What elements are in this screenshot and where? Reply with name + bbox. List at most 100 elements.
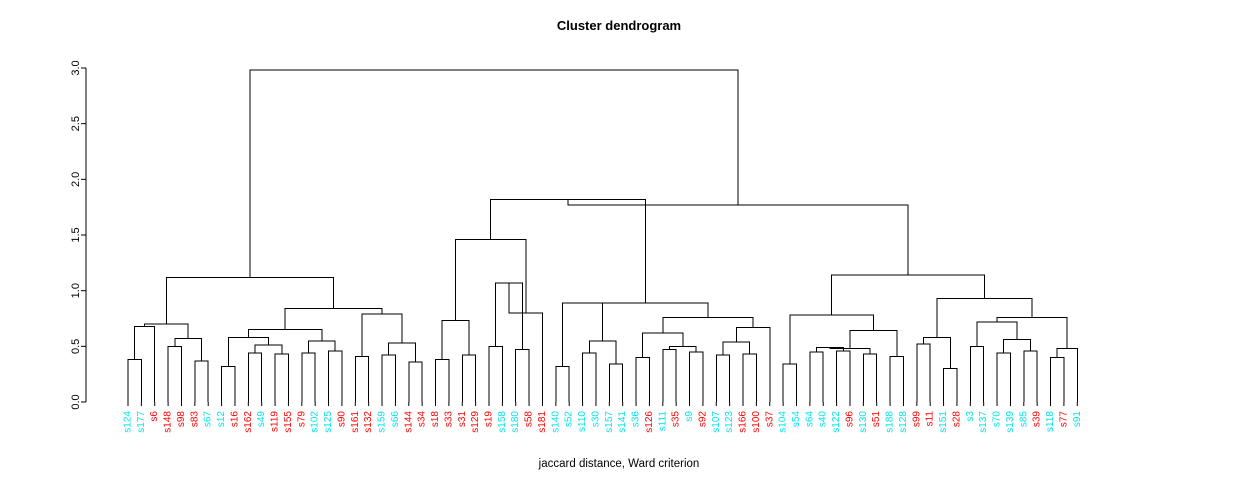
leaf-label: s36 bbox=[631, 411, 642, 428]
leaf-label: s132 bbox=[363, 411, 374, 433]
dendrogram-merge-link bbox=[435, 359, 450, 402]
leaf-label: s102 bbox=[310, 411, 321, 433]
dendrogram-merge-link bbox=[361, 313, 403, 357]
dendrogram-merge-link bbox=[668, 345, 697, 352]
leaf-label: s161 bbox=[350, 411, 361, 433]
dendrogram-merge-link bbox=[862, 353, 878, 402]
leaf-label: s34 bbox=[417, 411, 428, 428]
leaf-label: s129 bbox=[470, 411, 481, 433]
dendrogram-merge-link bbox=[247, 352, 263, 402]
dendrogram-merge-link bbox=[495, 282, 523, 350]
dendrogram-merge-link bbox=[662, 316, 754, 333]
leaf-label: s85 bbox=[1018, 411, 1029, 428]
dendrogram-merge-link bbox=[1050, 356, 1065, 402]
leaf-label: s28 bbox=[951, 411, 962, 428]
dendrogram-merge-link bbox=[174, 338, 203, 361]
leaf-label: s162 bbox=[243, 411, 254, 433]
dendrogram-merge-link bbox=[635, 356, 650, 402]
dendrogram-merge-link bbox=[247, 329, 323, 341]
leaf-label: s110 bbox=[577, 411, 588, 432]
leaf-label: s166 bbox=[738, 411, 749, 433]
leaf-label: s39 bbox=[1032, 411, 1043, 428]
leaf-label: s122 bbox=[831, 411, 842, 433]
leaf-label: s140 bbox=[550, 411, 561, 433]
leaf-label: s83 bbox=[189, 411, 200, 428]
leaf-label: s180 bbox=[510, 411, 521, 433]
leaf-label: s111 bbox=[657, 411, 668, 432]
dendrogram-merge-link bbox=[408, 361, 423, 402]
leaf-label: s157 bbox=[604, 411, 615, 433]
leaf-label: s148 bbox=[163, 411, 174, 433]
leaf-label: s96 bbox=[844, 411, 855, 428]
leaf-label: s90 bbox=[336, 411, 347, 428]
dendrogram-merge-link bbox=[441, 320, 470, 360]
leaf-label: s11 bbox=[925, 411, 936, 427]
leaf-label: s144 bbox=[403, 411, 414, 433]
dendrogram-merge-link bbox=[354, 355, 370, 402]
leaf-label: s33 bbox=[443, 411, 454, 428]
dendrogram-merge-link bbox=[923, 336, 951, 369]
leaf-label: s139 bbox=[1005, 411, 1016, 433]
dendrogram-merge-link bbox=[167, 345, 182, 402]
leaf-label: s91 bbox=[1072, 411, 1083, 428]
dendrogram-merge-link bbox=[284, 307, 383, 330]
dendrogram-merge-link bbox=[555, 365, 570, 402]
dendrogram-merge-link bbox=[782, 363, 797, 402]
leaf-label: s9 bbox=[684, 411, 695, 422]
dendrogram-merge-link bbox=[789, 314, 874, 365]
dendrogram-merge-link bbox=[1023, 350, 1038, 402]
leaf-label: s181 bbox=[537, 411, 548, 433]
dendrogram-merge-link bbox=[328, 350, 343, 402]
dendrogram-merge-link bbox=[134, 325, 156, 402]
dendrogram-merge-link bbox=[662, 349, 677, 402]
dendrogram-merge-link bbox=[996, 316, 1068, 349]
leaf-label: s12 bbox=[216, 411, 227, 428]
leaf-label: s19 bbox=[483, 411, 494, 428]
dendrogram-merge-link bbox=[715, 354, 731, 402]
y-axis-tick-label: 0.0 bbox=[70, 394, 82, 409]
dendrogram-merge-link bbox=[836, 350, 851, 402]
dendrogram-merge-link bbox=[455, 238, 527, 321]
leaf-label: s66 bbox=[390, 411, 401, 428]
leaf-label: s30 bbox=[590, 411, 601, 428]
dendrogram-merge-link bbox=[689, 351, 704, 402]
leaf-label: s16 bbox=[229, 411, 240, 428]
leaf-label: s177 bbox=[136, 411, 147, 433]
dendrogram-merge-link bbox=[515, 349, 530, 402]
dendrogram-merge-link bbox=[165, 276, 335, 325]
leaf-label: s159 bbox=[377, 411, 388, 433]
leaf-label: s158 bbox=[497, 411, 508, 433]
dendrogram-merge-link bbox=[735, 326, 771, 402]
leaf-label: s118 bbox=[1045, 411, 1056, 432]
dendrogram-merge-link bbox=[889, 355, 904, 402]
dendrogram-merge-link bbox=[488, 345, 503, 402]
leaf-label: s6 bbox=[149, 411, 160, 422]
dendrogram-merge-link bbox=[582, 352, 597, 402]
leaf-label: s128 bbox=[898, 411, 909, 433]
leaf-label: s123 bbox=[724, 411, 735, 433]
dendrogram-merge-link bbox=[1056, 348, 1078, 402]
leaf-label: s104 bbox=[778, 411, 789, 433]
leaf-label: s124 bbox=[123, 411, 134, 433]
leaf-label: s18 bbox=[430, 411, 441, 428]
leaf-label: s188 bbox=[885, 411, 896, 433]
dendrogram-merge-link bbox=[461, 354, 477, 402]
leaf-label: s67 bbox=[203, 411, 214, 428]
leaf-label: s49 bbox=[256, 411, 267, 428]
leaf-label: s107 bbox=[711, 411, 722, 433]
dendrogram-merge-link bbox=[996, 352, 1011, 402]
dendrogram-merge-link bbox=[221, 365, 236, 402]
y-axis-tick-label: 0.5 bbox=[70, 339, 82, 354]
dendrogram-merge-link bbox=[307, 340, 336, 354]
dendrogram-merge-link bbox=[144, 323, 189, 339]
leaf-label: s79 bbox=[296, 411, 307, 428]
leaf-label: s58 bbox=[524, 411, 535, 428]
dendrogram-merge-link bbox=[227, 336, 269, 367]
leaf-label: s70 bbox=[992, 411, 1003, 428]
y-axis-tick-label: 1.0 bbox=[70, 283, 82, 298]
dendrogram-tree bbox=[127, 69, 1078, 402]
leaf-label: s137 bbox=[978, 411, 989, 433]
